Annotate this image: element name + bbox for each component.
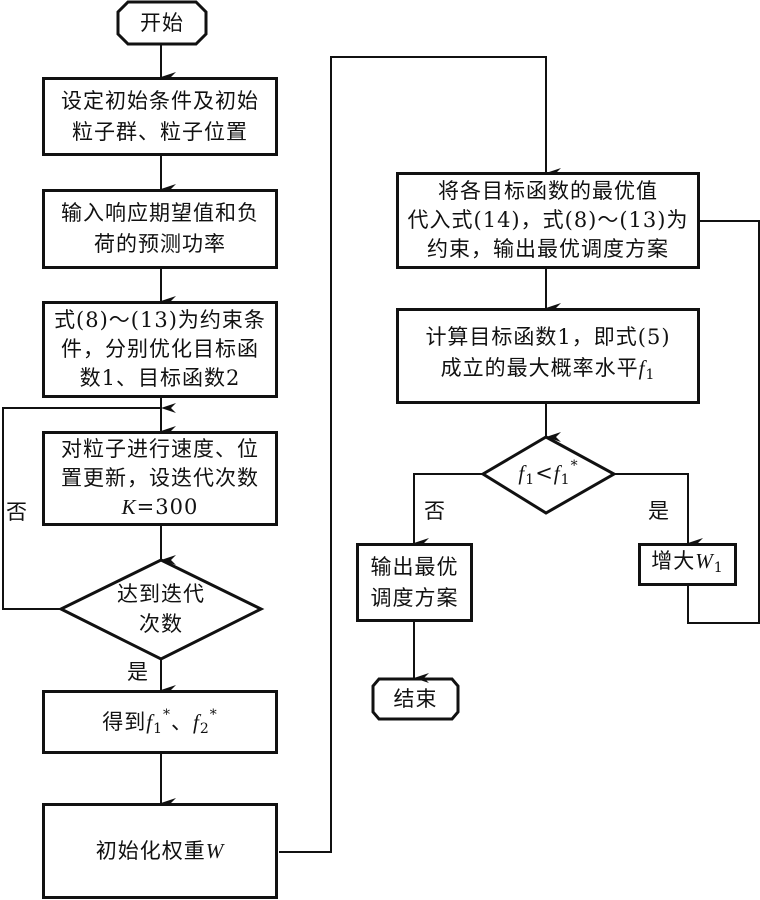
optima-prefix: 得到 xyxy=(102,709,147,734)
step-text-line: 式(8)～(13)为约束条 xyxy=(54,308,266,332)
iteration-count-formula: K=300 xyxy=(122,493,199,522)
decision-compare-shape xyxy=(480,435,618,515)
f1-sub: 1 xyxy=(645,366,656,383)
optima-sep: 、 xyxy=(171,709,193,734)
iteration-var: K xyxy=(121,495,137,519)
step-text-line: 荷的预测功率 xyxy=(94,232,226,256)
compute-line-1: 计算目标函数1，即式(5) xyxy=(425,324,671,349)
f1-sup: * xyxy=(163,706,171,723)
f1-var: f xyxy=(638,355,646,380)
branch-yes xyxy=(614,473,703,548)
iteration-value: =300 xyxy=(136,495,199,519)
label-yes-iterations: 是 xyxy=(127,660,148,684)
weight-var: W xyxy=(205,838,225,863)
f1-star-var: f xyxy=(553,460,561,485)
step-text-line: 置更新，设迭代次数 xyxy=(61,466,259,490)
step-text-line: 粒子群、粒子位置 xyxy=(72,119,248,144)
decision-text-line: 达到迭代 xyxy=(117,582,205,606)
step-compute-objective: 计算目标函数1，即式(5) 成立的最大概率水平f1 xyxy=(396,308,700,404)
step-text-line: 对粒子进行速度、位 xyxy=(61,437,259,461)
step-update-particles: 对粒子进行速度、位 置更新，设迭代次数 K=300 xyxy=(42,431,278,526)
weight-sub: 1 xyxy=(713,559,724,576)
end-label: 结束 xyxy=(393,686,438,711)
label-no-compare: 否 xyxy=(424,499,445,523)
compute-line-2: 成立的最大概率水平f1 xyxy=(441,353,656,391)
label-yes-compare: 是 xyxy=(648,499,669,523)
step-text-line: 设定初始条件及初始 xyxy=(61,88,259,113)
step-text-line: 输出最优 xyxy=(370,554,459,579)
connector-initweight-to-substitute xyxy=(279,56,561,853)
step-text-line: 件，分别优化目标函 xyxy=(61,337,259,361)
step-substitute-optimal: 将各目标函数的最优值 代入式(14)，式(8)～(13)为 约束，输出最优调度方… xyxy=(396,172,700,269)
step-optimize-objectives: 式(8)～(13)为约束条 件，分别优化目标函 数1、目标函数2 xyxy=(42,301,278,398)
step-get-optima: 得到f1*、f2* xyxy=(42,690,278,754)
step-input-expectation: 输入响应期望值和负 荷的预测功率 xyxy=(42,189,278,269)
f1-star-sub: 1 xyxy=(560,471,571,488)
f2-var: f xyxy=(193,709,200,734)
loop-no-iterations xyxy=(2,403,176,610)
f1-var: f xyxy=(518,460,526,485)
label-no-iterations: 否 xyxy=(6,500,27,524)
step-text-line: 调度方案 xyxy=(370,585,459,610)
loop-increase-to-substitute xyxy=(685,216,760,624)
increase-label: 增大 xyxy=(651,548,696,573)
start-terminal-shape xyxy=(116,0,208,46)
step-init-weight: 初始化权重W xyxy=(42,803,278,899)
start-label: 开始 xyxy=(140,10,184,35)
optima-text: 得到f1*、f2* xyxy=(102,700,218,745)
f1-sub: 1 xyxy=(525,471,536,488)
compare-formula: f1<f1* xyxy=(518,451,578,496)
decision-iterations: 达到迭代 次数 xyxy=(61,577,261,641)
step-text-line: 输入响应期望值和负 xyxy=(61,201,259,225)
end-terminal: 结束 xyxy=(373,679,458,719)
init-weight-text: 初始化权重W xyxy=(96,836,225,867)
init-weight-label: 初始化权重 xyxy=(95,838,206,863)
step-text-line: 约束，输出最优调度方案 xyxy=(427,237,669,261)
decision-text-line: 次数 xyxy=(139,612,183,636)
f1-sub: 1 xyxy=(153,720,163,737)
start-terminal: 开始 xyxy=(118,2,206,44)
increase-weight-text: 增大W1 xyxy=(651,546,723,584)
step-text-line: 代入式(14)，式(8)～(13)为 xyxy=(407,208,689,232)
branch-no xyxy=(413,473,483,548)
compare-operator: < xyxy=(535,460,554,485)
step-text-line: 将各目标函数的最优值 xyxy=(438,179,658,203)
decision-compare: f1<f1* xyxy=(483,455,614,491)
f1-star-sup: * xyxy=(570,457,579,474)
compute-line-2-text: 成立的最大概率水平 xyxy=(440,355,639,380)
step-output-schedule: 输出最优 调度方案 xyxy=(356,543,473,622)
f2-sup: * xyxy=(209,706,218,723)
step-text-line: 数1、目标函数2 xyxy=(79,366,241,390)
step-increase-weight: 增大W1 xyxy=(638,543,737,586)
step-init-conditions: 设定初始条件及初始 粒子群、粒子位置 xyxy=(42,77,278,156)
weight-var: W xyxy=(695,548,714,573)
f1-var: f xyxy=(146,709,154,734)
end-terminal-shape xyxy=(371,677,460,721)
f2-sub: 2 xyxy=(199,720,210,737)
